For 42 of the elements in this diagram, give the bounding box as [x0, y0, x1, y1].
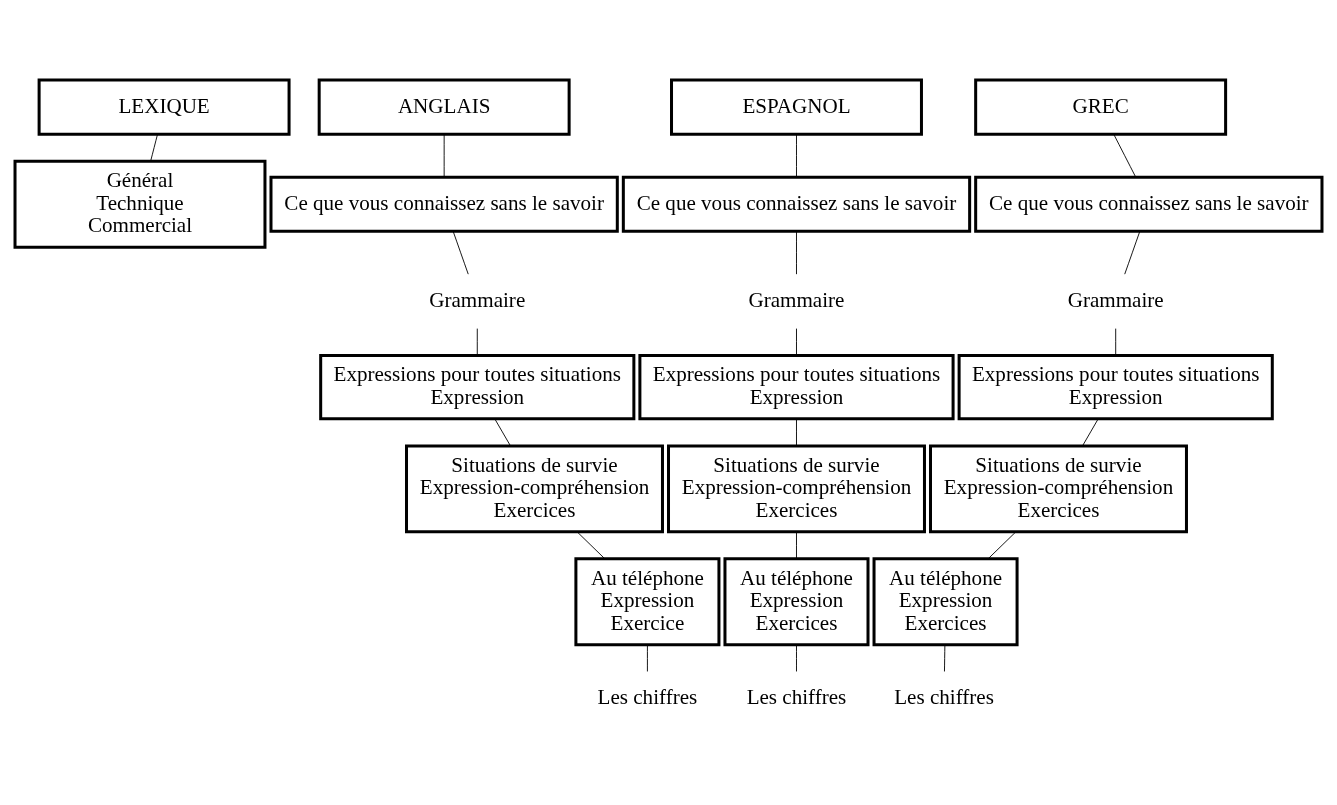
- connector: [796, 327, 797, 355]
- node-text: Grammaire: [429, 287, 526, 312]
- node-text: Grammaire: [1067, 287, 1164, 312]
- connector: [494, 417, 511, 446]
- connector: [796, 530, 797, 559]
- connector: [796, 417, 797, 446]
- node-text: Les chiffres: [597, 684, 698, 709]
- node-box: ANGLAIS: [317, 78, 571, 136]
- connector: [150, 133, 158, 162]
- connector: [452, 230, 469, 275]
- node-box: Situations de survie Expression-compréhension Exercices: [667, 443, 926, 533]
- connector: [1124, 230, 1141, 275]
- node-box: Ce que vous connaissez sans le savoir: [974, 175, 1324, 233]
- connector: [476, 327, 478, 355]
- connector: [646, 643, 648, 672]
- node-box: Ce que vous connaissez sans le savoir: [621, 175, 972, 233]
- node-text: Les chiffres: [894, 684, 994, 709]
- node-text: Les chiffres: [746, 684, 847, 709]
- connector: [1113, 133, 1137, 177]
- connector: [987, 530, 1017, 559]
- node-box: ESPAGNOL: [670, 78, 923, 136]
- node-box: LEXIQUE: [37, 78, 291, 136]
- node-box: Au téléphone Expression Exercice: [574, 556, 721, 646]
- node-text: Grammaire: [748, 287, 845, 312]
- node-box: Au téléphone Expression Exercices: [872, 556, 1019, 646]
- node-box: Expressions pour toutes situations Expression: [957, 353, 1274, 420]
- connector: [1115, 327, 1117, 355]
- connector: [796, 230, 797, 275]
- connector: [796, 643, 797, 672]
- node-box: GREC: [974, 78, 1228, 136]
- node-box: Général Technique Commercial: [13, 159, 267, 249]
- node-box: Expressions pour toutes situations Expression: [319, 353, 636, 420]
- connector: [796, 133, 797, 177]
- node-box: Ce que vous connaissez sans le savoir: [269, 175, 619, 233]
- node-box: Situations de survie Expression-compréhension Exercices: [405, 443, 664, 533]
- node-box: Expressions pour toutes situations Expression: [638, 353, 955, 420]
- node-box: Situations de survie Expression-compréhension Exercices: [929, 443, 1188, 533]
- node-box: Au téléphone Expression Exercices: [723, 556, 870, 646]
- connector: [1082, 417, 1099, 446]
- connector: [944, 643, 946, 672]
- connector: [576, 530, 606, 559]
- connector: [443, 133, 445, 177]
